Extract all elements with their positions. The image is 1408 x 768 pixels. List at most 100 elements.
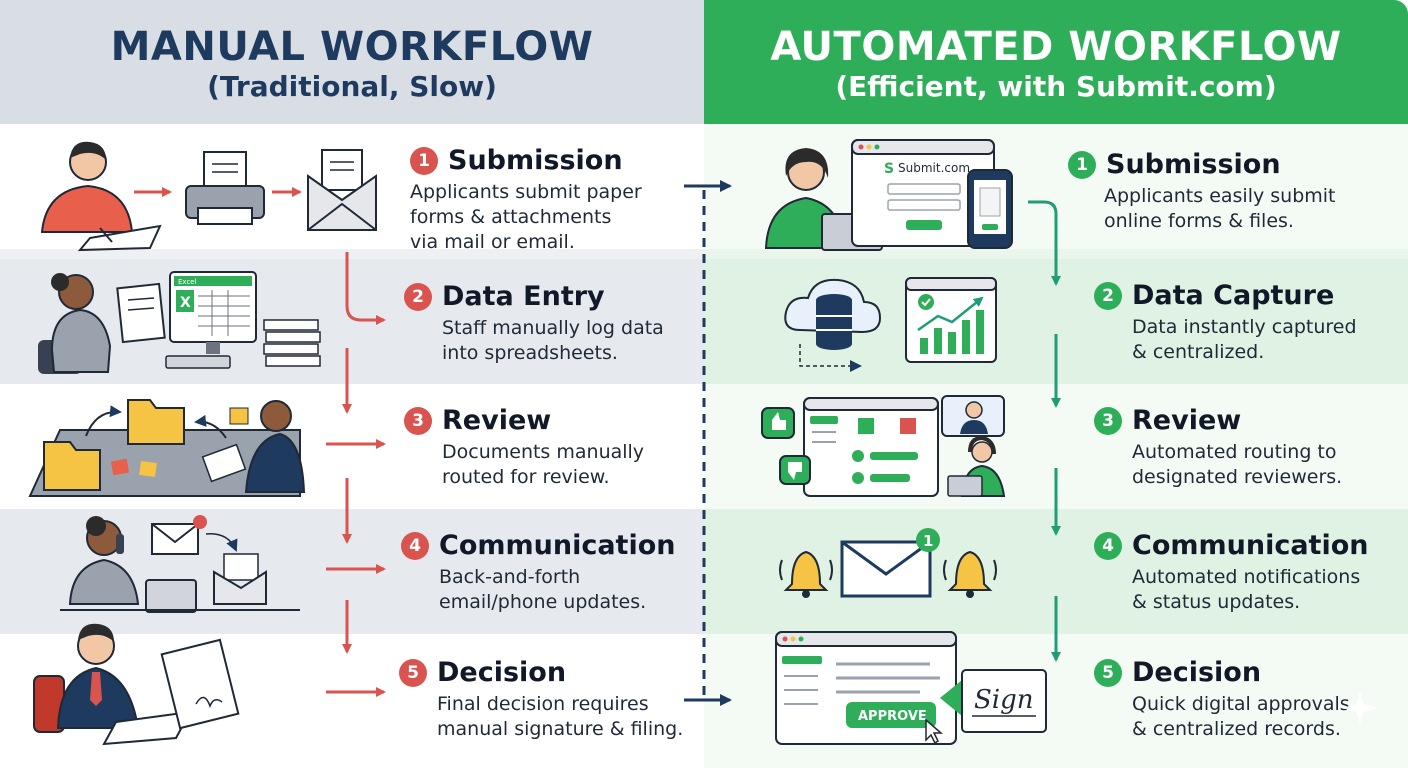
automated-step-1: 1 Submission Applicants easily submit onl… xyxy=(1068,149,1336,234)
notification-bell-icon xyxy=(779,550,833,598)
step-description: Back-and-forth email/phone updates. xyxy=(439,565,676,615)
digital-signature-icon: Sign xyxy=(940,669,1047,733)
step-description: Automated routing to designated reviewer… xyxy=(1132,440,1342,490)
step-description-line: & centralized. xyxy=(1132,341,1265,363)
step-description-line: email/phone updates. xyxy=(439,591,647,613)
manager-signing-icon xyxy=(33,623,240,746)
step-description: Applicants submit paper forms & attachme… xyxy=(410,180,642,255)
step-number-badge: 2 xyxy=(1094,281,1122,310)
manual-subtitle: (Traditional, Slow) xyxy=(207,70,497,103)
excel-monitor-icon: Excel X xyxy=(165,271,257,369)
step-description-line: forms & attachments xyxy=(410,206,612,228)
paper-stack-icon xyxy=(263,319,321,367)
step-description-line: online forms & files. xyxy=(1104,210,1294,232)
automated-header: AUTOMATED WORKFLOW (Efficient, with Subm… xyxy=(704,0,1408,124)
step-description-line: Quick digital approvals xyxy=(1132,693,1350,715)
notification-bell-icon xyxy=(943,550,997,598)
review-dashboard-icon xyxy=(803,397,939,497)
email-envelope-icon xyxy=(151,515,267,605)
automated-subtitle: (Efficient, with Submit.com) xyxy=(835,70,1277,103)
reviewer-avatar-icon xyxy=(941,395,1005,437)
step-description: Applicants easily submit online forms & … xyxy=(1104,184,1336,234)
signature-text: Sign xyxy=(974,685,1034,715)
step-title: Submission xyxy=(1106,149,1281,180)
step-description: Final decision requires manual signature… xyxy=(437,692,683,742)
step-description-line: into spreadsheets. xyxy=(442,342,618,364)
step-number-badge: 1 xyxy=(1068,150,1096,179)
step-title: Review xyxy=(1132,405,1242,436)
automated-step-2: 2 Data Capture Data instantly captured & … xyxy=(1094,280,1357,365)
step-description-line: Documents manually xyxy=(442,441,645,463)
automated-step-3: 3 Review Automated routing to designated … xyxy=(1094,405,1342,490)
step-title: Communication xyxy=(439,530,676,561)
step-description-line: Automated notifications xyxy=(1132,566,1361,588)
step-title: Decision xyxy=(1132,657,1262,688)
mobile-phone-icon xyxy=(967,169,1013,249)
excel-letter: X xyxy=(180,295,191,311)
step-number-badge: 1 xyxy=(410,146,438,175)
step-description-line: manual signature & filing. xyxy=(437,718,684,740)
step-description: Quick digital approvals & centralized re… xyxy=(1132,692,1350,742)
step-description-line: & centralized records. xyxy=(1132,718,1341,740)
step-description-line: Automated routing to xyxy=(1132,441,1337,463)
step-number-badge: 5 xyxy=(1094,658,1122,687)
excel-label: Excel xyxy=(178,278,197,286)
step-number-badge: 4 xyxy=(401,531,429,560)
flow-arrow xyxy=(1028,200,1061,286)
flow-arrow xyxy=(345,252,386,325)
approval-window-icon: APPROVE xyxy=(775,631,957,745)
step-description-line: via mail or email. xyxy=(410,231,575,253)
sparkle-icon xyxy=(1342,690,1378,726)
step-description-line: Applicants submit paper xyxy=(410,181,642,203)
manual-title: MANUAL WORKFLOW xyxy=(110,24,594,70)
manual-step-4: 4 Communication Back-and-forth email/phon… xyxy=(401,530,676,615)
person-writing-icon xyxy=(40,141,162,252)
automated-step-4: 4 Communication Automated notifications &… xyxy=(1094,530,1369,615)
reviewer-laptop-icon xyxy=(947,435,1006,497)
folders-desk-icon xyxy=(28,399,306,497)
step-title: Submission xyxy=(448,145,623,176)
manual-step-1: 1 Submission Applicants submit paper form… xyxy=(410,145,642,255)
step-description-line: Staff manually log data xyxy=(442,317,664,339)
mail-envelope-icon xyxy=(307,149,377,231)
step-number-badge: 4 xyxy=(1094,531,1122,560)
approve-label: APPROVE xyxy=(858,709,927,724)
step-number-badge: 3 xyxy=(404,406,432,435)
thumbs-up-icon xyxy=(761,407,795,439)
step-description: Data instantly captured & centralized. xyxy=(1132,315,1357,365)
step-description-line: routed for review. xyxy=(442,466,610,488)
step-number-badge: 3 xyxy=(1094,406,1122,435)
step-description-line: Applicants easily submit xyxy=(1104,185,1336,207)
submit-brand-name: Submit.com xyxy=(898,161,970,175)
step-description: Documents manually routed for review. xyxy=(442,440,644,490)
step-title: Decision xyxy=(437,657,567,688)
step-description-line: Data instantly captured xyxy=(1132,316,1357,338)
approve-button[interactable] xyxy=(846,702,936,728)
submit-form-window-icon: S Submit.com xyxy=(851,139,995,247)
automated-title: AUTOMATED WORKFLOW xyxy=(770,24,1342,70)
printer-icon xyxy=(185,151,265,225)
step-description-line: Back-and-forth xyxy=(439,566,581,588)
step-title: Data Capture xyxy=(1132,280,1335,311)
step-title: Data Entry xyxy=(442,281,605,312)
phone-call-person-icon xyxy=(60,516,300,613)
thumbs-down-icon xyxy=(779,455,811,485)
manual-row-2 xyxy=(0,259,704,384)
manual-step-2: 2 Data Entry Staff manually log data into… xyxy=(404,281,664,366)
cloud-database-icon xyxy=(784,278,882,372)
step-description: Staff manually log data into spreadsheet… xyxy=(442,316,664,366)
step-number-badge: 2 xyxy=(404,282,432,311)
notification-envelope-icon: 1 xyxy=(840,528,940,598)
staff-at-computer-icon xyxy=(38,273,166,374)
step-description-line: & status updates. xyxy=(1132,591,1301,613)
notification-count: 1 xyxy=(923,532,933,550)
step-description: Automated notifications & status updates… xyxy=(1132,565,1369,615)
step-title: Communication xyxy=(1132,530,1369,561)
manual-header: MANUAL WORKFLOW (Traditional, Slow) xyxy=(0,0,704,124)
step-description-line: Final decision requires xyxy=(437,693,649,715)
growth-chart-window-icon xyxy=(905,277,997,363)
automated-step-5: 5 Decision Quick digital approvals & cent… xyxy=(1094,657,1350,742)
